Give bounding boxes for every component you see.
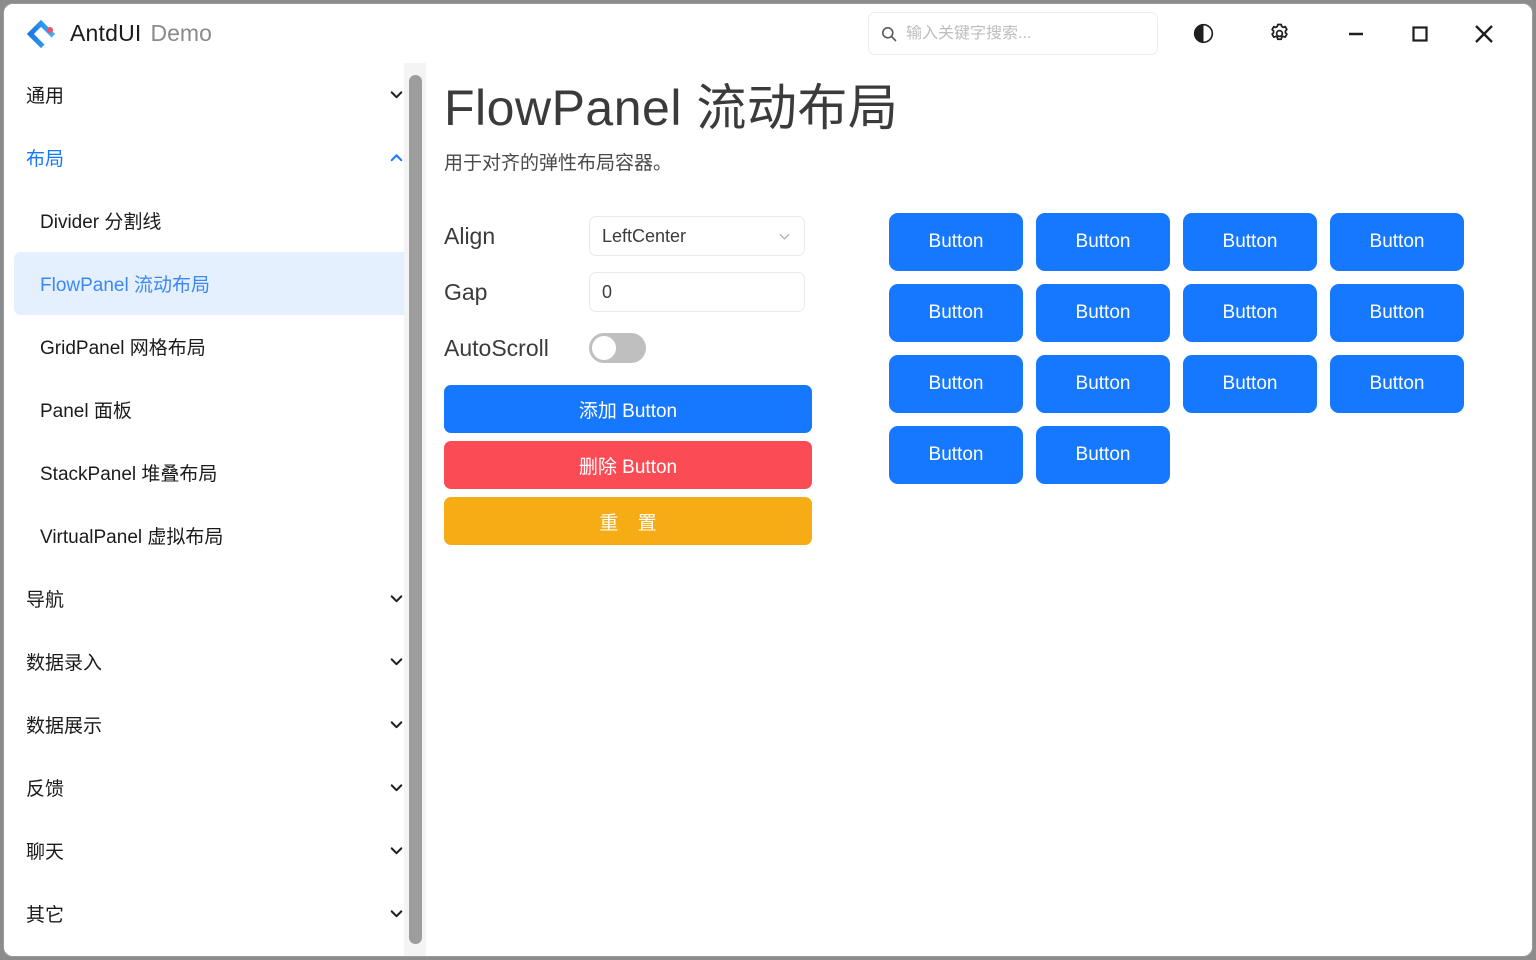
sidebar-item-1-2[interactable]: GridPanel 网格布局 (14, 315, 417, 378)
close-icon[interactable] (1452, 11, 1516, 57)
demo-button-2[interactable]: Button (1183, 213, 1317, 271)
search-icon (882, 26, 897, 41)
sidebar-group-label: 其它 (26, 905, 65, 926)
sidebar-group-label: 数据展示 (26, 716, 103, 737)
action-buttons: 添加 Button 删除 Button 重 置 (444, 385, 814, 545)
sidebar-group-3[interactable]: 数据录入 (4, 630, 427, 693)
align-select[interactable]: LeftCenter (589, 216, 805, 256)
sidebar-item-1-5[interactable]: VirtualPanel 虚拟布局 (14, 504, 417, 567)
gap-input-wrapper[interactable] (589, 272, 805, 312)
demo-button-11[interactable]: Button (1330, 355, 1464, 413)
sidebar-group-label: 导航 (26, 590, 65, 611)
sidebar-group-0[interactable]: 通用 (4, 63, 427, 126)
app-title: AntdUI (70, 20, 142, 46)
sidebar-item-1-3[interactable]: Panel 面板 (14, 378, 417, 441)
action-button-2[interactable]: 重 置 (444, 497, 812, 545)
sidebar-scrollbar-track[interactable] (404, 63, 426, 956)
controls-panel: Align LeftCenter Gap (444, 213, 814, 553)
gap-label: Gap (444, 278, 488, 305)
demo-button-6[interactable]: Button (1183, 284, 1317, 342)
title-bar: AntdUI Demo (4, 4, 1532, 63)
sidebar-item-label: Panel 面板 (40, 401, 132, 422)
app-subtitle: Demo (150, 20, 212, 46)
demo-button-7[interactable]: Button (1330, 284, 1464, 342)
sidebar-group-2[interactable]: 导航 (4, 567, 427, 630)
demo-button-3[interactable]: Button (1330, 213, 1464, 271)
chevron-down-icon (779, 233, 790, 240)
sidebar-item-1-0[interactable]: Divider 分割线 (14, 189, 417, 252)
gap-row: Gap (444, 269, 814, 315)
sidebar-scroll-area: 通用布局 Divider 分割线 FlowPanel 流动布局 GridPanel 网… (4, 63, 427, 956)
chevron-down-icon[interactable] (387, 842, 405, 859)
sidebar-group-label: 数据录入 (26, 653, 103, 674)
search-input[interactable] (906, 24, 1145, 43)
sidebar: 通用布局 Divider 分割线 FlowPanel 流动布局 GridPanel 网… (4, 63, 427, 956)
sidebar-item-1-1[interactable]: FlowPanel 流动布局 (14, 252, 417, 315)
action-button-0[interactable]: 添加 Button (444, 385, 812, 433)
antdui-logo-icon (26, 19, 56, 49)
demo-button-5[interactable]: Button (1036, 284, 1170, 342)
minimize-icon[interactable] (1324, 11, 1388, 57)
demo-button-10[interactable]: Button (1183, 355, 1317, 413)
autoscroll-label: AutoScroll (444, 334, 549, 361)
sidebar-group-label: 布局 (26, 149, 65, 170)
demo-button-0[interactable]: Button (889, 213, 1023, 271)
chevron-down-icon[interactable] (387, 905, 405, 922)
autoscroll-row: AutoScroll (444, 325, 814, 371)
demo-button-8[interactable]: Button (889, 355, 1023, 413)
sidebar-group-label: 通用 (26, 86, 65, 107)
sidebar-item-label: Divider 分割线 (40, 212, 162, 233)
chevron-down-icon[interactable] (387, 653, 405, 670)
main-content: FlowPanel 流动布局 用于对齐的弹性布局容器。 Align LeftCe… (427, 63, 1532, 956)
sidebar-group-label: 聊天 (26, 842, 65, 863)
sidebar-item-label: StackPanel 堆叠布局 (40, 464, 218, 485)
gear-icon[interactable] (1256, 11, 1302, 57)
chevron-down-icon[interactable] (387, 716, 405, 733)
gap-input[interactable] (602, 281, 792, 303)
align-row: Align LeftCenter (444, 213, 814, 259)
chevron-down-icon[interactable] (387, 86, 405, 103)
search-box[interactable] (868, 12, 1158, 55)
sidebar-group-6[interactable]: 聊天 (4, 819, 427, 882)
sidebar-group-label: 反馈 (26, 779, 65, 800)
app-body: 通用布局 Divider 分割线 FlowPanel 流动布局 GridPanel 网… (4, 63, 1532, 956)
demo-button-4[interactable]: Button (889, 284, 1023, 342)
sidebar-item-label: FlowPanel 流动布局 (40, 275, 210, 296)
sidebar-group-4[interactable]: 数据展示 (4, 693, 427, 756)
chevron-up-icon[interactable] (387, 149, 405, 166)
demo-button-12[interactable]: Button (889, 426, 1023, 484)
page-description: 用于对齐的弹性布局容器。 (444, 153, 673, 174)
sidebar-group-1[interactable]: 布局 (4, 126, 427, 189)
demo-area: Align LeftCenter Gap (444, 213, 1508, 553)
theme-contrast-icon[interactable] (1180, 11, 1226, 57)
app-window: AntdUI Demo (3, 3, 1533, 957)
autoscroll-toggle[interactable] (589, 333, 646, 363)
demo-button-1[interactable]: Button (1036, 213, 1170, 271)
sidebar-item-label: VirtualPanel 虚拟布局 (40, 527, 224, 548)
action-button-1[interactable]: 删除 Button (444, 441, 812, 489)
sidebar-scrollbar-thumb[interactable] (409, 75, 422, 944)
toggle-knob (592, 336, 616, 360)
align-value: LeftCenter (602, 225, 687, 246)
maximize-icon[interactable] (1388, 11, 1452, 57)
sidebar-group-7[interactable]: 其它 (4, 882, 427, 945)
chevron-down-icon[interactable] (387, 779, 405, 796)
sidebar-item-label: GridPanel 网格布局 (40, 338, 206, 359)
chevron-down-icon[interactable] (387, 590, 405, 607)
align-label: Align (444, 222, 496, 249)
sidebar-group-5[interactable]: 反馈 (4, 756, 427, 819)
sidebar-item-1-4[interactable]: StackPanel 堆叠布局 (14, 441, 417, 504)
page-title: FlowPanel 流动布局 (444, 80, 899, 136)
demo-button-9[interactable]: Button (1036, 355, 1170, 413)
demo-button-13[interactable]: Button (1036, 426, 1170, 484)
